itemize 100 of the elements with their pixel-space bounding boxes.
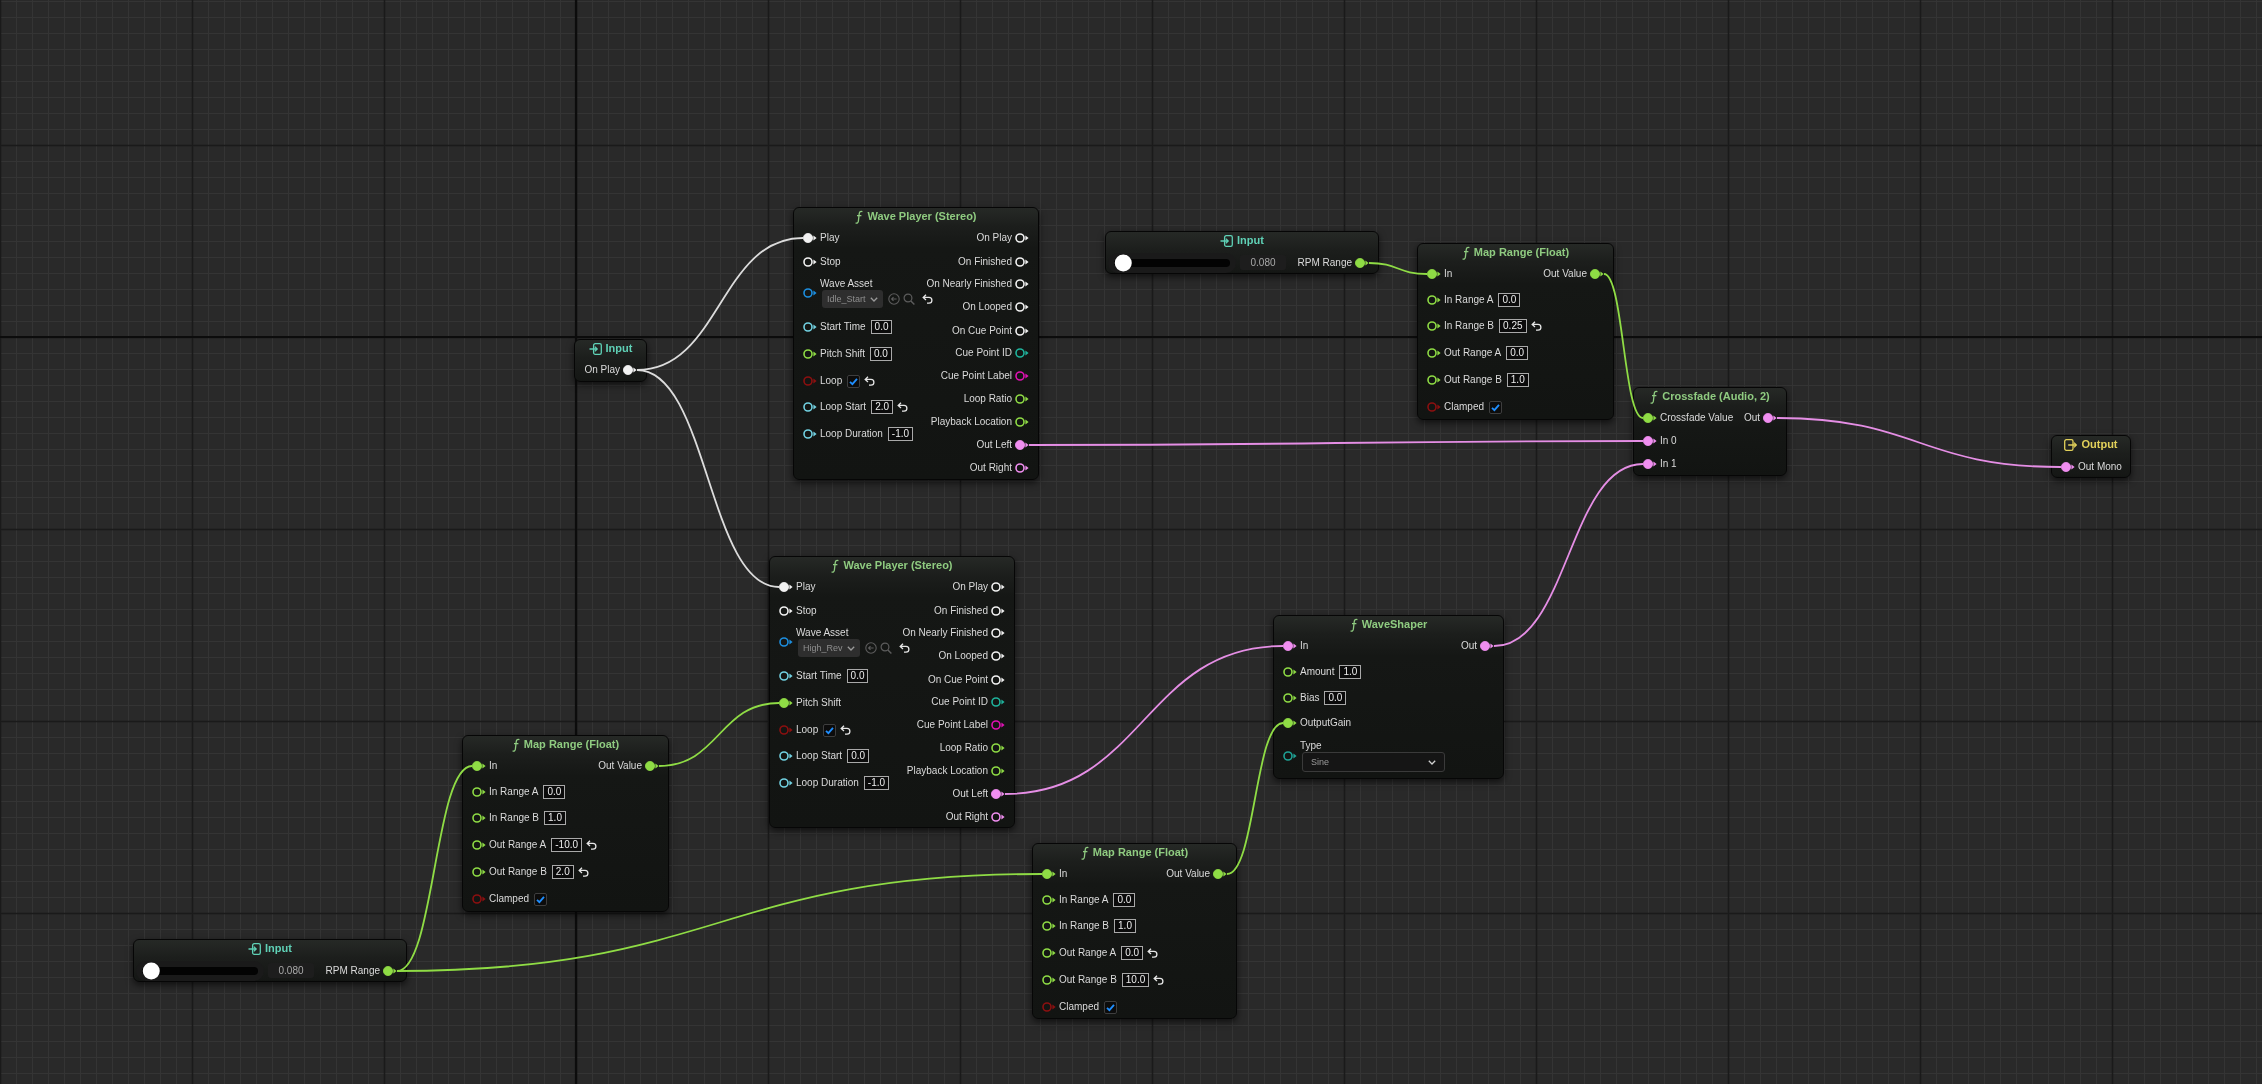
node-title: Crossfade (Audio, 2) (1662, 390, 1770, 403)
pin-label: On Looped (962, 301, 1012, 313)
pin-label: Out Left (952, 788, 988, 800)
wire (1493, 463, 1644, 647)
wire (1004, 645, 1284, 795)
pin-label: In 1 (1660, 458, 1677, 470)
node-title: Wave Player (Stereo) (843, 559, 953, 572)
pin-label: Wave Asset (820, 278, 873, 290)
pin-label: Loop Ratio (963, 393, 1012, 405)
wire (396, 873, 1043, 972)
node-title: Map Range (Float) (523, 738, 620, 751)
pin-label: Cue Point Label (940, 370, 1012, 382)
pin-label: Out Range A (1444, 347, 1502, 359)
value-field: 10.0 (1121, 973, 1150, 987)
pin-label: In Range A (489, 786, 539, 798)
pin-label: Out Range B (1444, 374, 1502, 386)
pin-label: Loop Duration (820, 428, 883, 440)
pin-label: Cue Point ID (955, 347, 1012, 359)
pin-label: Cue Point Label (916, 719, 988, 731)
value-field: 1.0 (1114, 919, 1136, 933)
node-card (793, 207, 1039, 480)
value-field: 1.0 (544, 811, 566, 825)
node-title: Input (605, 342, 633, 355)
pin-label: Out (1743, 412, 1760, 424)
node-title: Input (1237, 234, 1264, 247)
value-field: 0.0 (1324, 691, 1347, 705)
dropdown: Idle_Start (822, 290, 883, 308)
node-card (462, 735, 669, 912)
value-field: 0.0 (1506, 346, 1529, 360)
wire (636, 369, 780, 588)
pin-label: Loop (796, 724, 819, 736)
pin-label: On Cue Point (927, 674, 988, 686)
pin-label: Playback Location (906, 765, 988, 777)
pin-label: In (1300, 640, 1309, 652)
node-card (1105, 231, 1379, 274)
value-field: 0.0 (543, 785, 566, 799)
pin-label: Start Time (820, 321, 866, 333)
value-field: 0.0 (1498, 293, 1521, 307)
value-field: 0.0 (846, 669, 869, 683)
pin-label: Play (796, 581, 816, 593)
pin-label: In Range B (1059, 920, 1110, 932)
wire (1028, 440, 1644, 446)
value-field: 0.0 (870, 320, 893, 334)
pin-label: On Finished (958, 256, 1012, 268)
value-field: 1.0 (1339, 665, 1362, 679)
pin-label: OutputGain (1300, 717, 1352, 729)
value-field: 0.25 (1499, 319, 1527, 333)
pin-label: Pitch Shift (820, 348, 866, 360)
value-field: 0.080 (1240, 255, 1286, 270)
pin-label: On Play (952, 581, 988, 593)
value-field: 0.0 (847, 749, 870, 763)
wire (658, 702, 780, 767)
pin-label: Type (1300, 740, 1322, 752)
pin-label: Out Right (945, 811, 988, 823)
node-title: Input (265, 942, 292, 955)
node-card (574, 339, 647, 382)
pin-label: Stop (820, 256, 841, 268)
pin-label: Wave Asset (796, 627, 849, 639)
pin-label: Playback Location (930, 416, 1012, 428)
pin-label: Loop Start (796, 750, 843, 762)
pin-label: Out Range B (1059, 974, 1117, 986)
pin-label: In (489, 760, 498, 772)
node-card (1273, 615, 1504, 779)
pin-label: In Range A (1444, 294, 1494, 306)
pin-label: In 0 (1660, 435, 1677, 447)
pin-label: On Nearly Finished (902, 627, 988, 639)
dropdown: High_Rev (798, 639, 860, 657)
value-field: 2.0 (551, 865, 574, 879)
pin-label: Out Left (976, 439, 1012, 451)
node-card (1032, 843, 1237, 1019)
pin-label: RPM Range (1297, 257, 1352, 269)
value-field: 0.080 (268, 963, 314, 978)
pin-label: Loop (820, 375, 843, 387)
wire (1776, 417, 2062, 468)
pin-label: On Finished (934, 605, 988, 617)
pin-label: Out Right (969, 462, 1012, 474)
node-title: Map Range (Float) (1092, 846, 1189, 859)
pin-label: Clamped (1444, 401, 1485, 413)
pin-label: Clamped (489, 893, 530, 905)
pin-label: In Range B (1444, 320, 1495, 332)
pin-label: Play (820, 232, 840, 244)
node-title: Wave Player (Stereo) (867, 210, 977, 223)
pin-label: On Looped (938, 650, 988, 662)
pin-label: Clamped (1059, 1001, 1100, 1013)
pin-label: Loop Start (820, 401, 867, 413)
value-field: -1.0 (863, 776, 890, 790)
value-field: 0.0 (1121, 946, 1144, 960)
value-field: 1.0 (1506, 373, 1529, 387)
node-card (1633, 387, 1787, 476)
pin-label: Out Value (1543, 268, 1587, 280)
pin-label: Out Value (598, 760, 642, 772)
pin-label: Cue Point ID (931, 696, 988, 708)
pin-label: Out Range A (489, 839, 547, 851)
pin-label: On Nearly Finished (926, 278, 1012, 290)
node-card (133, 939, 407, 982)
node-card (2051, 435, 2131, 478)
pin-label: In Range A (1059, 894, 1109, 906)
value-field: -1.0 (887, 427, 914, 441)
pin-label: Stop (796, 605, 817, 617)
pin-label: Out (1460, 640, 1477, 652)
